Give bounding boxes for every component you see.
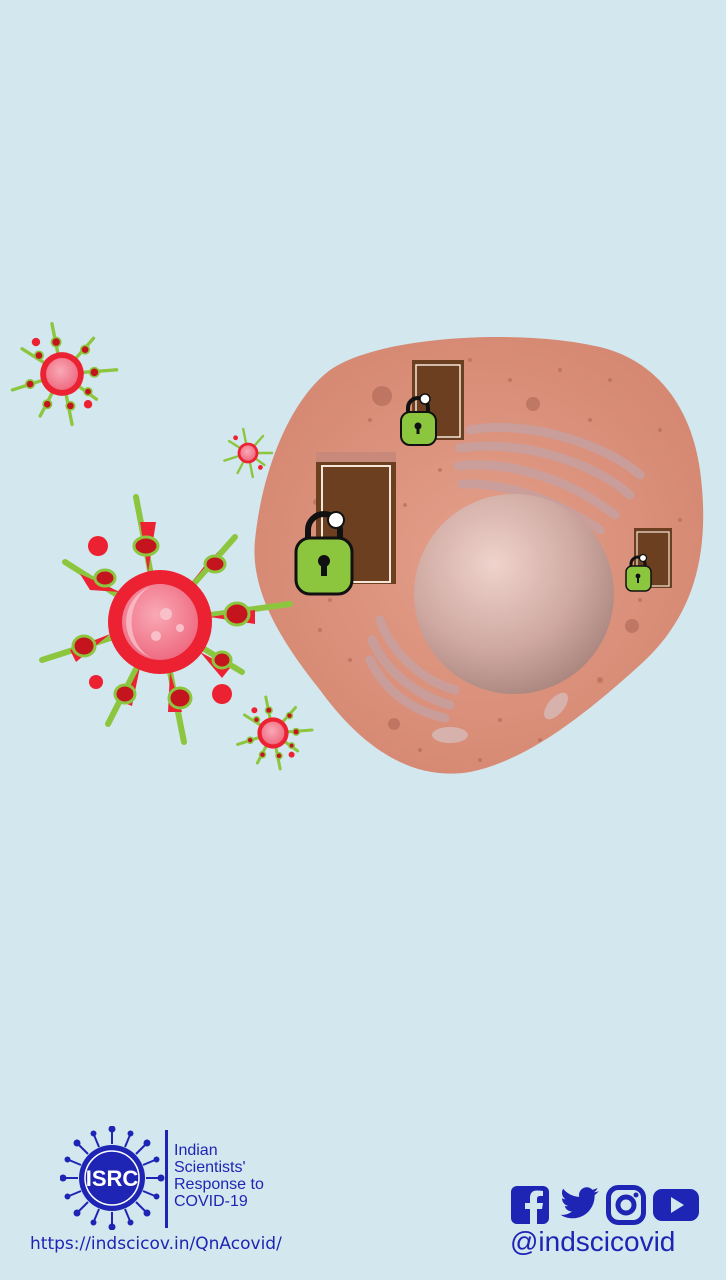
virus-large — [39, 494, 293, 745]
padlock-icon — [294, 511, 354, 596]
cell — [254, 337, 704, 774]
youtube-icon[interactable] — [652, 1187, 700, 1228]
nucleus — [414, 494, 614, 694]
logo-line: COVID-19 — [174, 1193, 248, 1210]
website-link[interactable]: https://indscicov.in/QnAcovid/ — [30, 1234, 282, 1254]
virus-small — [10, 321, 119, 427]
logo-line: Response to — [174, 1176, 264, 1193]
social-handle[interactable]: @indscicovid — [510, 1226, 676, 1257]
facebook-icon[interactable] — [510, 1185, 550, 1230]
social-icons — [510, 1185, 700, 1230]
logo-line: Scientists' — [174, 1159, 246, 1176]
twitter-icon[interactable] — [556, 1186, 600, 1229]
padlock-icon — [625, 553, 652, 592]
virus-tiny — [223, 427, 274, 479]
virus-small — [236, 695, 314, 771]
logo-text: Indian Scientists' Response to COVID-19 — [174, 1142, 264, 1210]
padlock-icon — [400, 393, 437, 446]
logo-divider — [165, 1130, 168, 1228]
svg-text:ISRC: ISRC — [86, 1166, 139, 1191]
logo-line: Indian — [174, 1142, 218, 1159]
isrc-logo: ISRC — [60, 1126, 165, 1230]
instagram-icon[interactable] — [606, 1185, 646, 1230]
